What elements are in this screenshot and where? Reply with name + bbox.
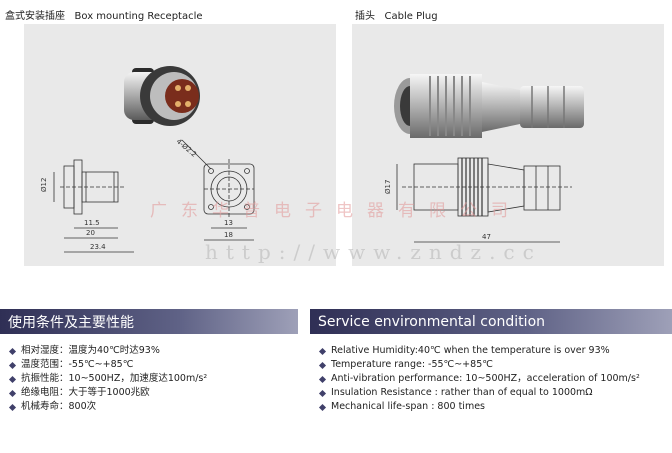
- receptacle-drawing: Ø12 11.5 20 23.4 4-Ø2.2 13 18: [40, 66, 255, 253]
- dim-dia-17: Ø17: [384, 180, 392, 194]
- section-title-en: Service environmental condition: [310, 309, 672, 334]
- plug-side-view: [396, 157, 572, 243]
- caption-box-receptacle: 盒式安装插座 Box mounting Receptacle: [5, 11, 203, 22]
- dim-11-5: 11.5: [84, 219, 100, 227]
- list-item: 绝缘电阻：大于等于1000兆欧: [8, 386, 207, 400]
- list-item: 相对湿度：温度为40℃时达93%: [8, 344, 207, 358]
- plug-panel: Ø17 47: [352, 24, 664, 266]
- dim-23-4: 23.4: [90, 243, 106, 251]
- bullet-icon: [8, 389, 17, 397]
- dim-47: 47: [482, 233, 491, 241]
- bullet-icon: [318, 347, 327, 355]
- list-item: 温度范围：-55℃~+85℃: [8, 358, 207, 372]
- list-item: Insulation Resistance : rather than of e…: [318, 386, 640, 400]
- receptacle-front-view: [181, 139, 255, 241]
- bullet-icon: [318, 403, 327, 411]
- caption-cable-plug: 插头 Cable Plug: [355, 11, 438, 22]
- spec-list-en: Relative Humidity:40℃ when the temperatu…: [318, 344, 640, 414]
- spec-list-cn: 相对湿度：温度为40℃时达93% 温度范围：-55℃~+85℃ 抗振性能：10~…: [8, 344, 207, 414]
- list-item: Relative Humidity:40℃ when the temperatu…: [318, 344, 640, 358]
- list-item: Mechanical life-span : 800 times: [318, 400, 640, 414]
- bullet-icon: [8, 403, 17, 411]
- plug-photo: [394, 74, 584, 138]
- dim-dia-12: Ø12: [40, 178, 48, 192]
- bullet-icon: [8, 375, 17, 383]
- bullet-icon: [318, 375, 327, 383]
- receptacle-panel: Ø12 11.5 20 23.4 4-Ø2.2 13 18: [24, 24, 336, 266]
- list-item: 机械寿命：800次: [8, 400, 207, 414]
- dim-holes: 4-Ø2.2: [175, 137, 198, 158]
- watermark-company: 广东华普电子电器有限公司: [150, 201, 522, 221]
- list-item: Temperature range: -55℃~+85℃: [318, 358, 640, 372]
- list-item: Anti-vibration performance: 10~500HZ，acc…: [318, 372, 640, 386]
- dim-20: 20: [86, 229, 95, 237]
- dim-18: 18: [224, 231, 233, 239]
- bullet-icon: [318, 361, 327, 369]
- bullet-icon: [8, 347, 17, 355]
- list-item: 抗振性能：10~500HZ，加速度达100m/s²: [8, 372, 207, 386]
- section-title-cn: 使用条件及主要性能: [0, 309, 298, 334]
- receptacle-side-view: [53, 159, 134, 253]
- bullet-icon: [318, 389, 327, 397]
- receptacle-photo: [124, 66, 200, 126]
- dim-13: 13: [224, 219, 233, 227]
- watermark-url: http://www.zndz.cc: [205, 240, 542, 264]
- bullet-icon: [8, 361, 17, 369]
- plug-drawing: Ø17 47: [384, 74, 584, 243]
